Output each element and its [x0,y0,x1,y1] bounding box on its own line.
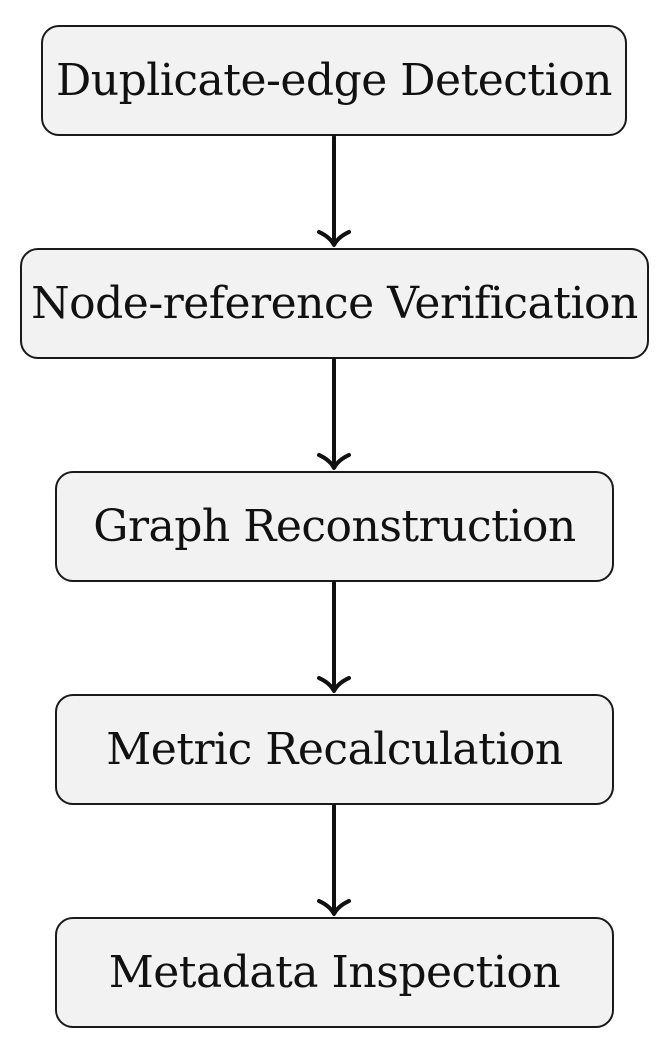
step-duplicate-edge-detection: Duplicate-edge Detection [41,25,627,136]
arrow-3-to-4 [317,581,351,693]
arrow-4-to-5 [317,804,351,916]
step-metric-recalculation: Metric Recalculation [55,694,614,805]
step-label: Metadata Inspection [108,947,561,998]
step-label: Duplicate-edge Detection [55,55,613,106]
arrow-2-to-3 [317,358,351,470]
step-label: Metric Recalculation [106,724,563,775]
step-metadata-inspection: Metadata Inspection [55,917,614,1028]
step-label: Node-reference Verification [31,278,638,329]
step-graph-reconstruction: Graph Reconstruction [55,471,614,582]
step-label: Graph Reconstruction [93,501,576,552]
arrow-1-to-2 [317,135,351,247]
step-node-reference-verification: Node-reference Verification [20,248,649,359]
